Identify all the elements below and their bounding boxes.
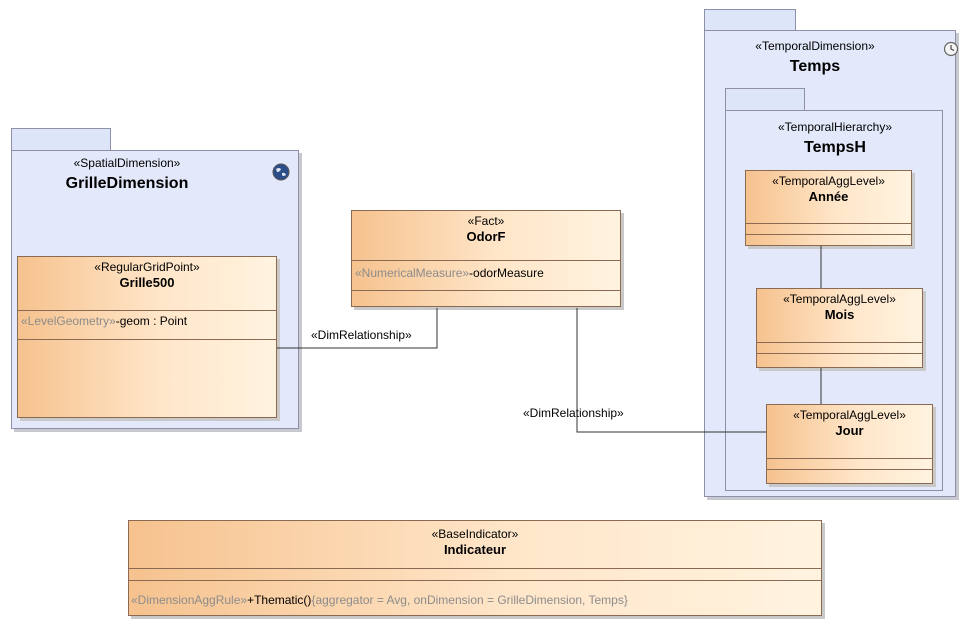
class-operation: «DimensionAggRule»+Thematic(){aggregator… bbox=[131, 593, 628, 607]
package-stereotype: «TemporalDimension» bbox=[755, 39, 875, 53]
class-stereotype: «TemporalAggLevel» bbox=[772, 174, 885, 188]
package-stereotype: «TemporalHierarchy» bbox=[777, 120, 893, 134]
class-odorf[interactable]: «Fact» OdorF «NumericalMeasure»-odorMeas… bbox=[351, 210, 621, 307]
dim-relationship-line-spatial bbox=[277, 308, 438, 349]
class-separator bbox=[767, 458, 932, 459]
class-separator bbox=[352, 290, 620, 291]
package-name: TempsH bbox=[804, 139, 866, 156]
class-separator bbox=[18, 339, 276, 340]
class-stereotype: «BaseIndicator» bbox=[431, 527, 519, 541]
class-name: Année bbox=[808, 189, 849, 204]
package-tab-grilledimension bbox=[11, 128, 111, 151]
class-indicateur[interactable]: «BaseIndicator» Indicateur «DimensionAgg… bbox=[128, 520, 822, 616]
dim-relationship-label: «DimRelationship» bbox=[523, 406, 624, 420]
class-separator bbox=[746, 223, 911, 224]
class-stereotype: «TemporalAggLevel» bbox=[783, 292, 896, 306]
clock-icon bbox=[943, 41, 959, 57]
dim-relationship-label: «DimRelationship» bbox=[311, 328, 412, 342]
package-name: Temps bbox=[789, 58, 841, 75]
class-attribute: «NumericalMeasure»-odorMeasure bbox=[355, 266, 544, 280]
package-tab-tempsh bbox=[725, 88, 805, 111]
class-stereotype: «RegularGridPoint» bbox=[94, 260, 200, 274]
class-jour[interactable]: «TemporalAggLevel» Jour bbox=[766, 404, 933, 484]
class-name: OdorF bbox=[466, 229, 506, 244]
class-separator bbox=[767, 469, 932, 470]
class-attribute: «LevelGeometry»-geom : Point bbox=[21, 314, 188, 328]
class-stereotype: «TemporalAggLevel» bbox=[793, 408, 906, 422]
class-grille500[interactable]: «RegularGridPoint» Grille500 «LevelGeome… bbox=[17, 256, 277, 418]
class-name: Jour bbox=[835, 423, 864, 438]
package-stereotype: «SpatialDimension» bbox=[73, 156, 181, 170]
class-separator bbox=[129, 568, 821, 569]
class-name: Indicateur bbox=[443, 542, 507, 557]
class-mois[interactable]: «TemporalAggLevel» Mois bbox=[756, 288, 923, 368]
class-separator bbox=[352, 260, 620, 261]
class-separator bbox=[18, 310, 276, 311]
dim-relationship-line-temporal bbox=[576, 308, 766, 433]
class-stereotype: «Fact» bbox=[467, 214, 505, 228]
globe-icon bbox=[272, 163, 290, 181]
class-separator bbox=[129, 580, 821, 581]
class-annee[interactable]: «TemporalAggLevel» Année bbox=[745, 170, 912, 246]
package-name: GrilleDimension bbox=[65, 175, 189, 192]
class-separator bbox=[757, 342, 922, 343]
class-name: Grille500 bbox=[119, 275, 175, 290]
class-name: Mois bbox=[824, 307, 855, 322]
package-tab-temps bbox=[704, 9, 796, 31]
class-separator bbox=[746, 234, 911, 235]
class-separator bbox=[757, 353, 922, 354]
